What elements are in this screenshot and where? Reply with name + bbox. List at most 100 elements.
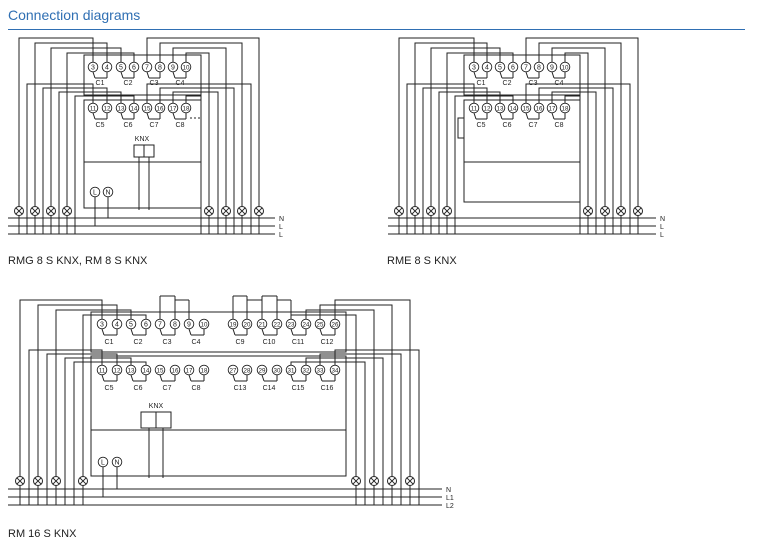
bottom-contact (101, 374, 105, 382)
terminal-22 (271, 318, 283, 330)
channel-C5: C5 (96, 122, 105, 129)
bottom-contact (232, 374, 236, 382)
top-contact (499, 71, 503, 79)
terminal-19 (227, 318, 239, 330)
terminal-13-label: 13 (118, 106, 125, 113)
terminal-8-label: 8 (537, 65, 541, 72)
rm16-bus-line-label: N (446, 487, 451, 494)
top-contact (525, 71, 529, 79)
terminal-19-label: 19 (230, 322, 237, 329)
channel-C6: C6 (134, 385, 143, 392)
terminal-10-label: 10 (201, 322, 208, 329)
terminal-20-label: 20 (244, 322, 251, 329)
power-terminal-n-label: N (114, 460, 119, 467)
load-wire (46, 353, 118, 505)
terminal-9 (546, 61, 558, 73)
terminal-16 (169, 364, 181, 376)
terminal-4 (481, 61, 493, 73)
terminal-16 (533, 102, 545, 114)
device-main-block (463, 99, 581, 203)
top-contact (92, 71, 96, 79)
channel-C4: C4 (192, 339, 201, 346)
load-wire (185, 95, 202, 234)
load-wire (185, 52, 210, 206)
load-lamp-cross (411, 207, 419, 215)
terminal-14 (128, 102, 140, 114)
terminal-9 (183, 318, 195, 330)
terminal-31 (285, 364, 297, 376)
power-terminal-l (89, 186, 101, 198)
load-lamp-cross (63, 207, 71, 215)
load-wire (58, 91, 122, 234)
rm16-bus-line-label: L1 (446, 495, 454, 502)
terminal-13 (494, 102, 506, 114)
power-terminal-n-label: N (105, 190, 110, 197)
load-lamp-cross (634, 207, 642, 215)
rmg8-bus-line-label: L (279, 232, 283, 239)
load-wire (525, 37, 639, 206)
device-side-tab (457, 117, 465, 139)
terminal-10 (180, 61, 192, 73)
terminal-6 (507, 61, 519, 73)
terminal-12-label: 12 (114, 368, 121, 375)
channel-C6: C6 (124, 122, 133, 129)
terminal-3 (468, 61, 480, 73)
knx-connector (143, 144, 155, 158)
channel-C2: C2 (124, 80, 133, 87)
load-lamp-cross (584, 207, 592, 215)
bottom-contact (92, 112, 96, 120)
terminal-4-label: 4 (115, 322, 119, 329)
rmg8-bus-line-label: L (279, 224, 283, 231)
terminal-16-label: 16 (536, 106, 543, 113)
load-wire (37, 304, 118, 476)
terminal-10 (198, 318, 210, 330)
terminal-6 (140, 318, 152, 330)
terminal-26-label: 26 (332, 322, 339, 329)
terminal-15-label: 15 (523, 106, 530, 113)
bottom-contact (261, 374, 265, 382)
terminal-7 (520, 61, 532, 73)
top-contact (188, 328, 192, 336)
device-main-block (90, 355, 347, 477)
terminal-28-label: 28 (244, 368, 251, 375)
terminal-29-label: 29 (259, 368, 266, 375)
diagram-caption-rmg8: RMG 8 S KNX, RM 8 S KNX (8, 255, 148, 267)
terminal-10 (559, 61, 571, 73)
terminal-9-label: 9 (187, 322, 191, 329)
terminal-11 (96, 364, 108, 376)
terminal-27 (227, 364, 239, 376)
terminal-13-label: 13 (128, 368, 135, 375)
rm16-bus-line-label: L2 (446, 503, 454, 510)
rmg8-bus-line-label: N (279, 216, 284, 223)
bottom-contact (146, 112, 150, 120)
terminal-14 (507, 102, 519, 114)
terminal-18-label: 18 (183, 106, 190, 113)
terminal-13-label: 13 (497, 106, 504, 113)
load-lamp-cross (222, 207, 230, 215)
top-contact (146, 71, 150, 79)
terminal-17-label: 17 (186, 368, 193, 375)
terminal-16 (154, 102, 166, 114)
terminal-3-label: 3 (100, 322, 104, 329)
terminal-8-label: 8 (173, 322, 177, 329)
load-lamp-cross (370, 477, 378, 485)
channel-C8: C8 (176, 122, 185, 129)
terminal-7 (154, 318, 166, 330)
terminal-28 (241, 364, 253, 376)
terminal-15-label: 15 (157, 368, 164, 375)
terminal-17-label: 17 (549, 106, 556, 113)
load-wire (398, 37, 475, 206)
device-top-block (463, 54, 581, 96)
channel-C15: C15 (292, 385, 305, 392)
terminal-18 (180, 102, 192, 114)
terminal-29 (256, 364, 268, 376)
terminal-5-label: 5 (119, 65, 123, 72)
top-contact (232, 328, 236, 336)
rme8-bus-line-label: N (660, 216, 665, 223)
bottom-contact (188, 374, 192, 382)
channel-C2: C2 (503, 80, 512, 87)
channel-C13: C13 (234, 385, 247, 392)
channel-C7: C7 (529, 122, 538, 129)
load-lamp-cross (31, 207, 39, 215)
terminal-21-label: 21 (259, 322, 266, 329)
